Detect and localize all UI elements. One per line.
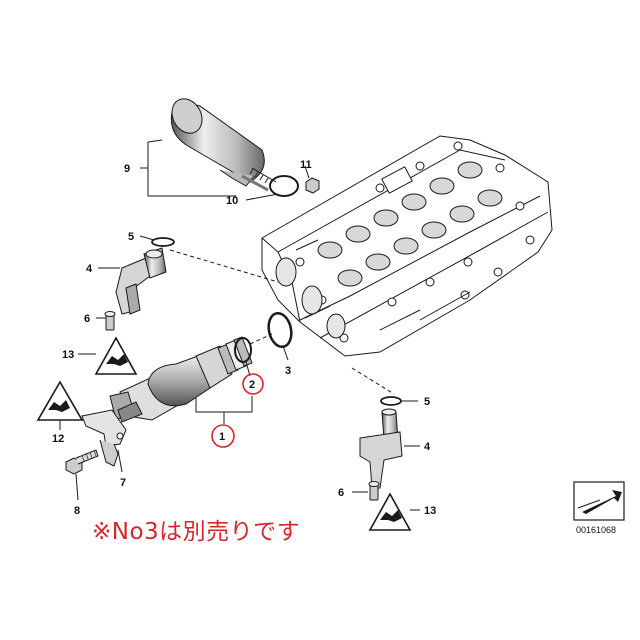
solenoid-valve [109, 336, 253, 423]
callout-2-highlight [242, 373, 264, 395]
sensor-lower-bolt [368, 481, 380, 501]
warning-label-icon [36, 380, 84, 421]
callout-12: 12 [52, 433, 64, 445]
callout-9: 9 [124, 163, 130, 175]
callout-1: 1 [219, 431, 225, 443]
callout-6-upper: 6 [84, 313, 90, 325]
callout-5-upper: 5 [128, 231, 134, 243]
o-ring-small [234, 337, 252, 363]
warning-label-icon [94, 336, 138, 375]
sensor-lower [359, 408, 403, 489]
leader-lines [59, 139, 420, 511]
diagram-reference-number: 00161068 [576, 525, 616, 535]
callout-1-highlight [211, 424, 235, 448]
callout-3: 3 [285, 365, 291, 377]
separate-sale-note: ※No3は別売りです [92, 519, 301, 545]
sensor-lower-o-ring [380, 396, 402, 406]
callout-8: 8 [74, 505, 80, 517]
callout-4-lower: 4 [424, 441, 431, 453]
callout-6-lower: 6 [338, 487, 344, 499]
actuator-motor [170, 98, 277, 192]
callout-11: 11 [300, 159, 312, 171]
callout-13-lower: 13 [424, 505, 436, 517]
bracket [81, 409, 127, 467]
callout-13-upper: 13 [62, 349, 74, 361]
o-ring-large [267, 311, 293, 349]
sensor-upper [115, 247, 167, 315]
callout-2: 2 [249, 379, 255, 391]
callout-7: 7 [120, 477, 126, 489]
callout-5-lower: 5 [424, 396, 430, 408]
sensor-upper-bolt [104, 311, 116, 331]
sensor-upper-o-ring [151, 237, 175, 247]
warning-label-icon [368, 492, 412, 531]
cylinder-head [261, 135, 553, 357]
nut [305, 177, 320, 194]
bolt [65, 449, 99, 475]
callout-10: 10 [226, 195, 238, 207]
callout-4-upper: 4 [86, 263, 93, 275]
clip-ring [269, 175, 299, 197]
diagram-reference-icon [573, 481, 625, 521]
